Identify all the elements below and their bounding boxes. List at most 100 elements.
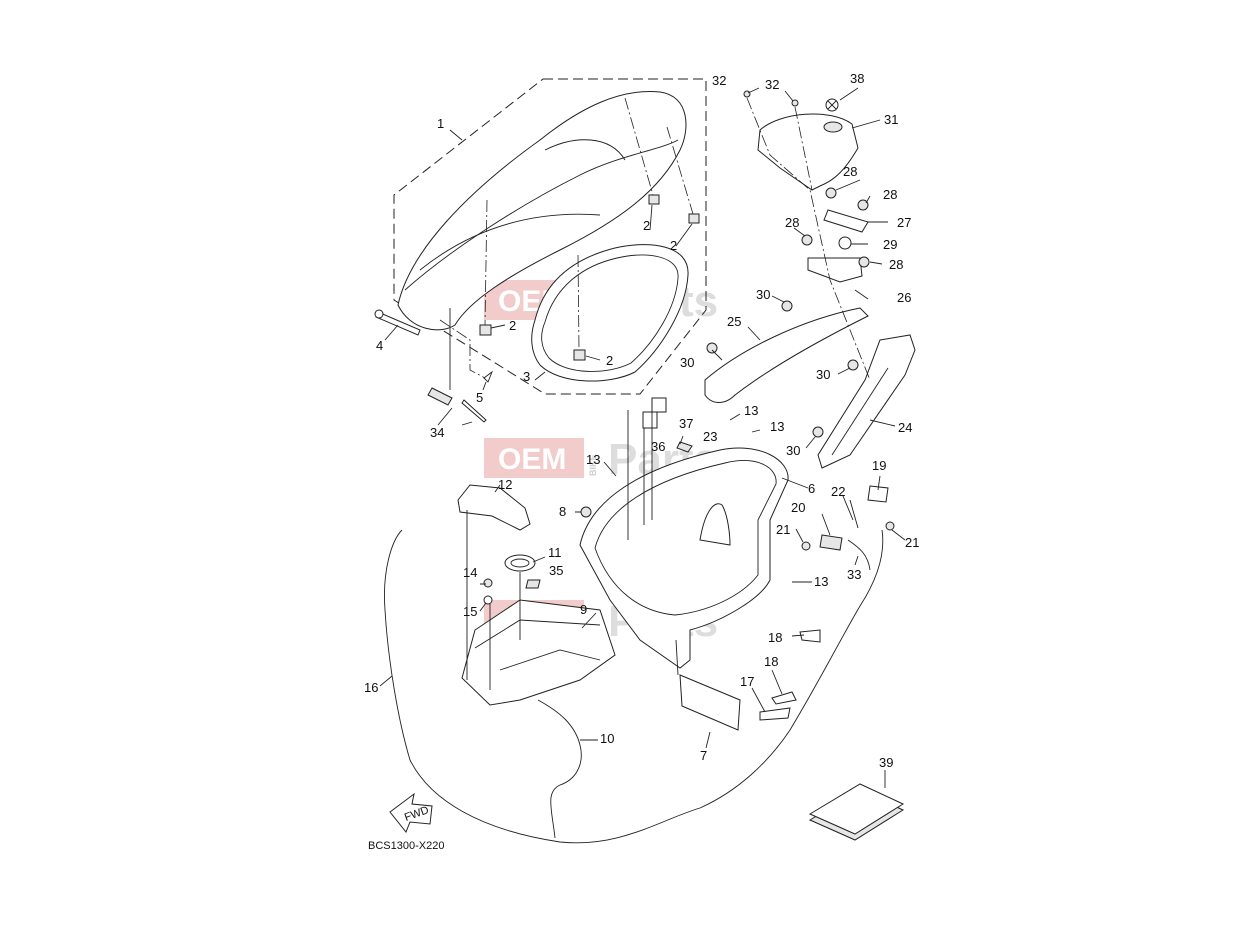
callout-11: 11 [548, 545, 562, 560]
callout-23: 23 [703, 429, 717, 444]
bolt-14 [483, 578, 493, 588]
callout-13: 13 [814, 574, 828, 589]
leader-lines [379, 87, 906, 788]
callout-2: 2 [606, 353, 613, 368]
callout-32: 32 [712, 73, 726, 88]
callout-24: 24 [898, 420, 912, 435]
callout-19: 19 [872, 458, 886, 473]
bolts [706, 187, 870, 438]
bracket-20 [819, 534, 843, 551]
callout-27: 27 [897, 215, 911, 230]
bolt-21a [801, 541, 811, 551]
callout-30: 30 [680, 355, 694, 370]
breather-hose [537, 699, 582, 839]
panel [679, 674, 741, 731]
top-case-cover [757, 113, 859, 191]
callout-9: 9 [580, 602, 587, 617]
callout-21: 21 [776, 522, 790, 537]
callout-28: 28 [883, 187, 897, 202]
seat-lock-cable [384, 529, 884, 844]
label-36 [642, 411, 658, 429]
callout-13: 13 [770, 419, 784, 434]
callout-7: 7 [700, 748, 707, 763]
rod-33 [847, 539, 871, 571]
callout-20: 20 [791, 500, 805, 515]
callout-26: 26 [897, 290, 911, 305]
callout-6: 6 [808, 481, 815, 496]
callout-32: 32 [765, 77, 779, 92]
callout-36: 36 [651, 439, 665, 454]
label-37 [651, 397, 667, 413]
damper-2c [479, 324, 492, 336]
callout-8: 8 [559, 504, 566, 519]
grommet [676, 441, 693, 453]
watermark-brand-mid: BIKE [588, 454, 598, 476]
clip [483, 370, 494, 383]
fwd-arrow-icon: FWD [389, 792, 433, 833]
carrier-bracket [807, 257, 863, 283]
owner-manual [808, 783, 905, 841]
callout-21: 21 [905, 535, 919, 550]
callout-2: 2 [670, 238, 677, 253]
callout-31: 31 [884, 112, 898, 127]
cap-8 [580, 506, 592, 518]
callout-12: 12 [498, 477, 512, 492]
callout-29: 29 [883, 237, 897, 252]
seat-lock-parts [427, 308, 487, 423]
callout-37: 37 [679, 416, 693, 431]
seat [397, 90, 687, 331]
screw-32a [743, 90, 751, 98]
screw-32b [791, 99, 799, 107]
damper-2d [573, 349, 586, 361]
callout-18: 18 [768, 630, 782, 645]
rear-carrier [704, 307, 869, 403]
callout-30: 30 [756, 287, 770, 302]
callout-28: 28 [785, 215, 799, 230]
callout-28: 28 [843, 164, 857, 179]
callout-30: 30 [816, 367, 830, 382]
seat-trim-ring [531, 244, 689, 382]
callout-18: 18 [764, 654, 778, 669]
callout-2: 2 [509, 318, 516, 333]
callout-1: 1 [437, 116, 444, 131]
spring-22 [849, 499, 859, 529]
seat-assembly-boundary [393, 78, 707, 395]
callout-28: 28 [889, 257, 903, 272]
bolt-21b [885, 521, 895, 531]
damper-2b [688, 213, 700, 224]
holder-17 [759, 707, 791, 721]
callout-4: 4 [376, 338, 383, 353]
callout-13: 13 [586, 452, 600, 467]
callout-25: 25 [727, 314, 741, 329]
watermark-brand-left: OEM [498, 443, 566, 476]
callout-15: 15 [463, 604, 477, 619]
inner-cover [457, 484, 531, 531]
diagram-code: BCS1300-X220 [368, 840, 444, 852]
hinge-pin [374, 309, 421, 336]
cap [823, 121, 843, 133]
callout-22: 22 [831, 484, 845, 499]
callout-16: 16 [364, 680, 378, 695]
callout-38: 38 [850, 71, 864, 86]
callout-30: 30 [786, 443, 800, 458]
damper-2a [648, 194, 660, 205]
lever-18b [771, 691, 797, 705]
callout-13: 13 [744, 403, 758, 418]
plate-35 [525, 579, 541, 589]
rubber-ring [504, 554, 536, 572]
callout-2: 2 [643, 218, 650, 233]
callout-17: 17 [740, 674, 754, 689]
callout-35: 35 [549, 563, 563, 578]
callout-39: 39 [879, 755, 893, 770]
callout-33: 33 [847, 567, 861, 582]
callout-3: 3 [523, 369, 530, 384]
stay-plate [823, 209, 869, 233]
washer-15 [483, 595, 493, 605]
callout-34: 34 [430, 425, 444, 440]
lever-18a [799, 629, 821, 643]
luggage-box [579, 447, 789, 669]
callout-10: 10 [600, 731, 614, 746]
callout-5: 5 [476, 390, 483, 405]
callout-14: 14 [463, 565, 477, 580]
